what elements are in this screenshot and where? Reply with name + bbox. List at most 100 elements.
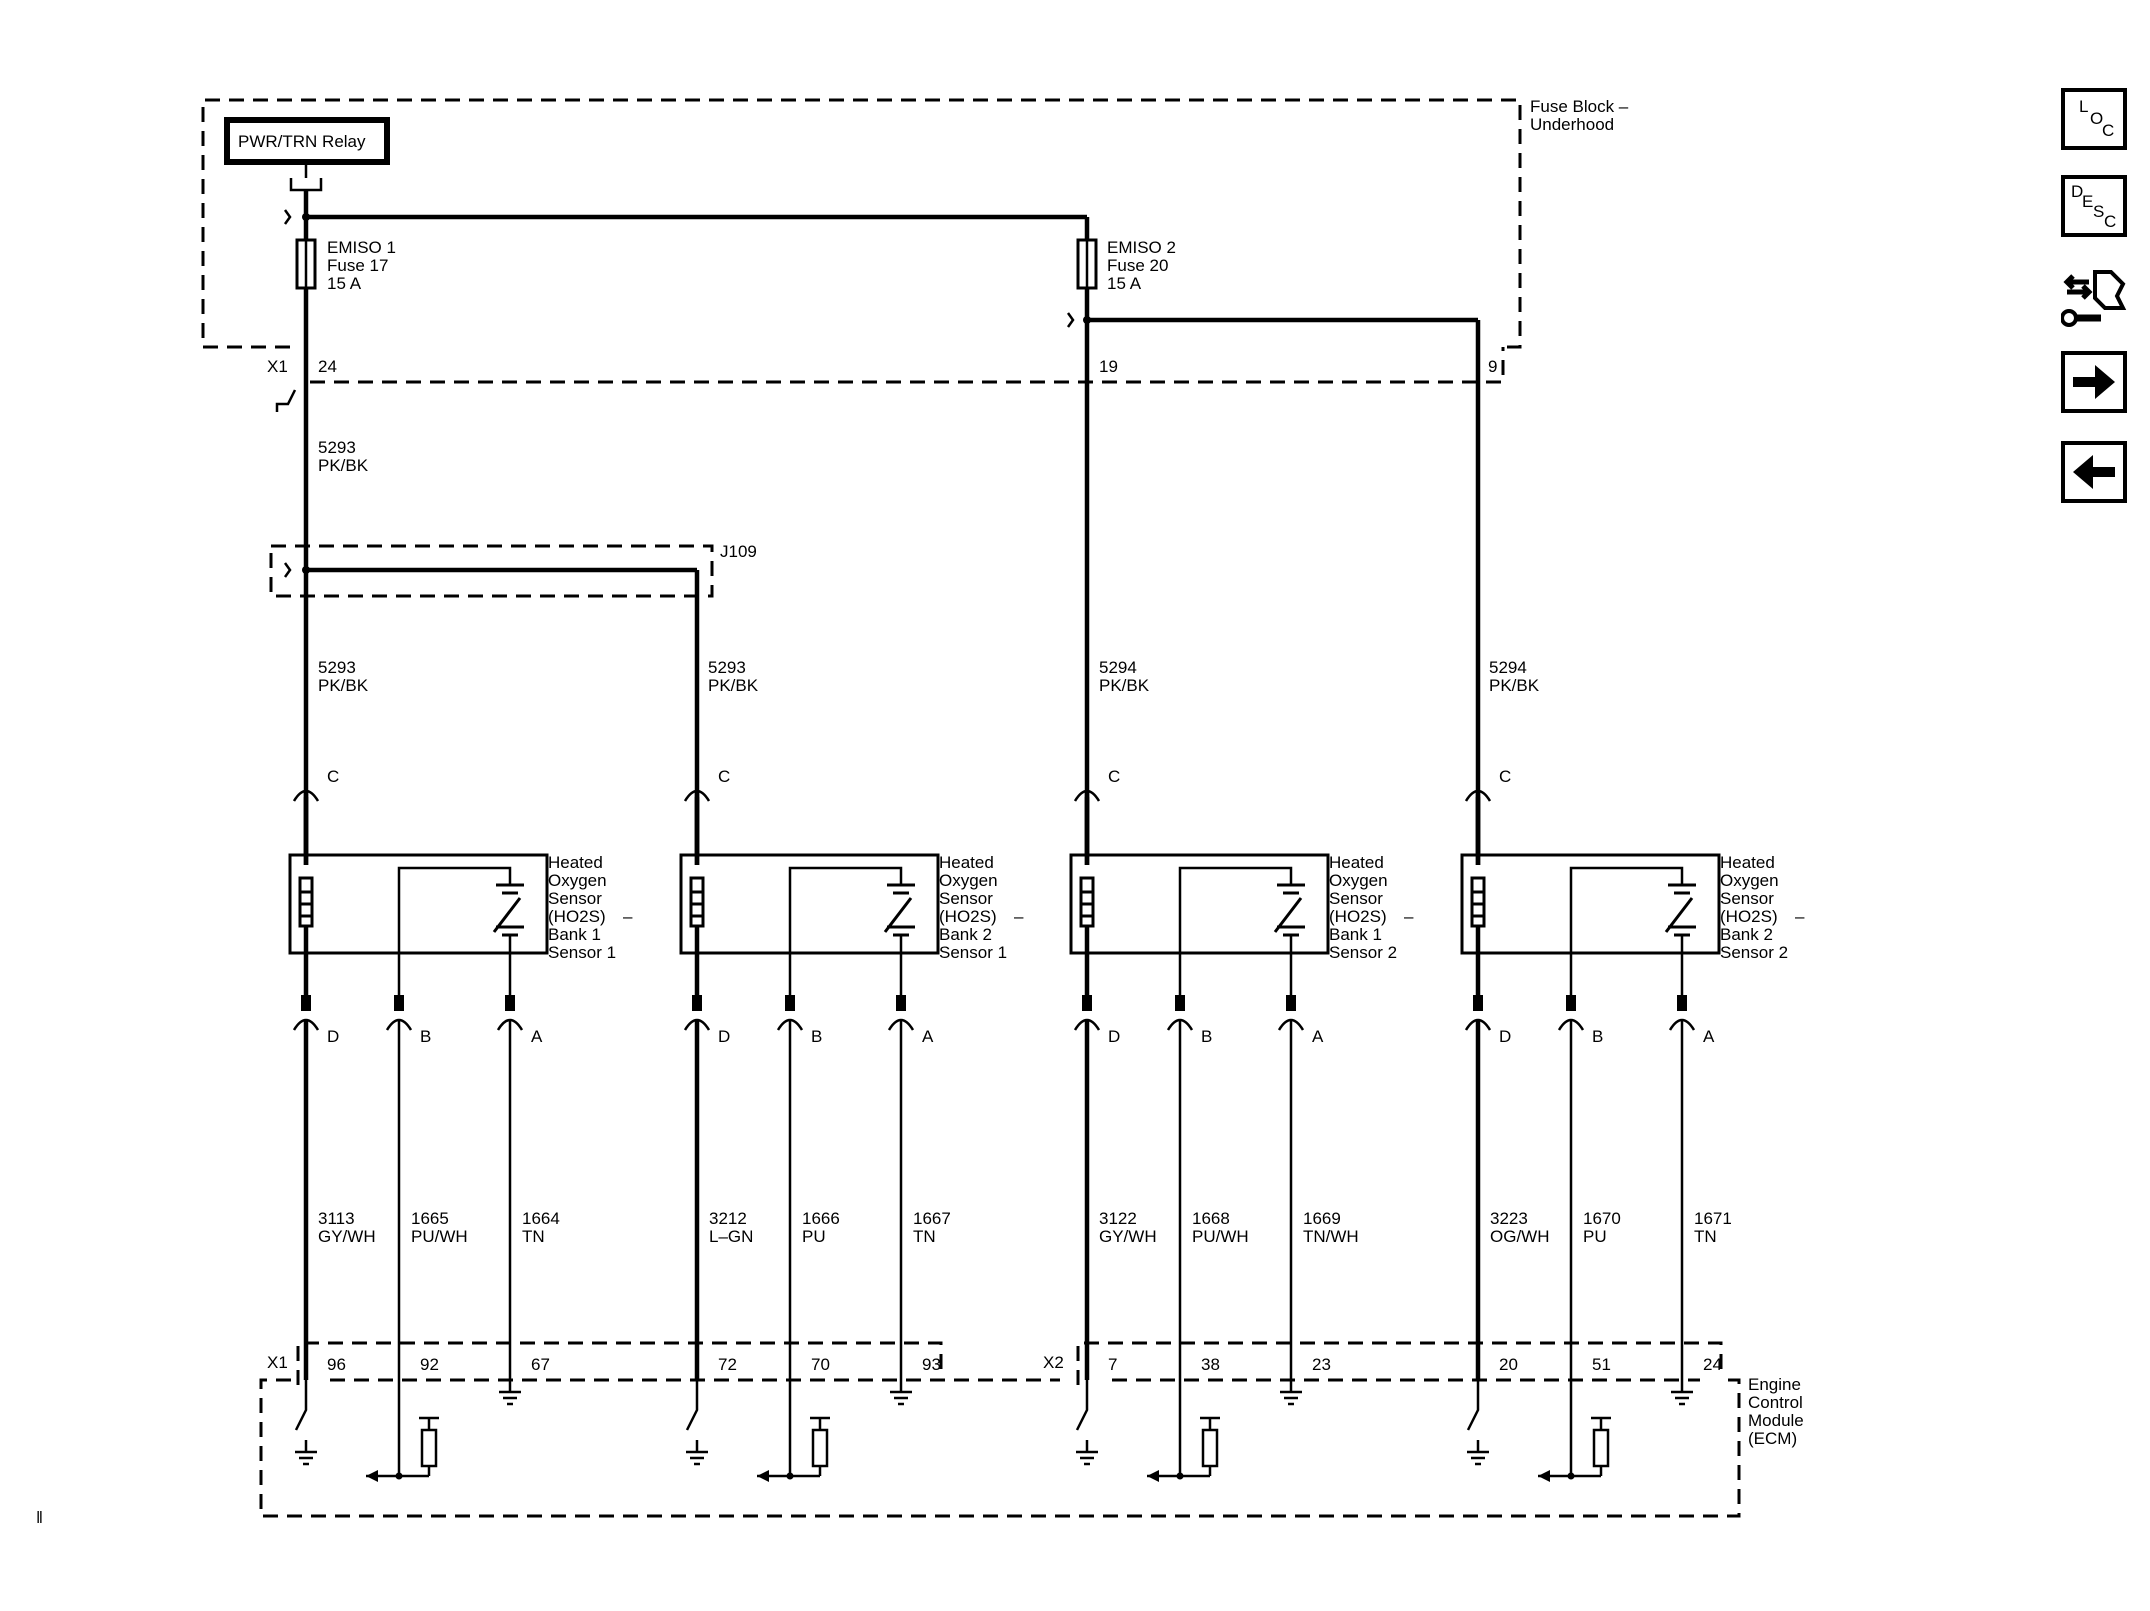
bus-break-mark (283, 209, 292, 225)
sensor-label: (HO2S) (548, 907, 606, 926)
description-button[interactable]: D E S C (2061, 175, 2127, 237)
sensor-label: Sensor 2 (1720, 943, 1788, 962)
feed-3-color: PK/BK (1099, 676, 1150, 695)
wire-color-label: GY/WH (318, 1227, 376, 1246)
sensor-label: (HO2S) (939, 907, 997, 926)
sensor-label: Oxygen (548, 871, 607, 890)
ecm-title-2: Control (1748, 1393, 1803, 1412)
ecm-title-4: (ECM) (1748, 1429, 1797, 1448)
wire-circuit-label: 1669 (1303, 1209, 1341, 1228)
pin-terminal (1082, 995, 1092, 1011)
fuse-block-pin-9: 9 (1488, 357, 1497, 376)
connector-tool-icon (2060, 270, 2127, 327)
arrow-right-icon (2073, 365, 2115, 399)
feed-2-circuit: 5293 (708, 658, 746, 677)
ecm-switch (1466, 1380, 1480, 1431)
pin-terminal (505, 995, 515, 1011)
location-button[interactable]: L O C (2061, 88, 2127, 150)
ecm-switch (685, 1380, 699, 1431)
sensor-label-dash: – (1404, 907, 1414, 926)
pin-terminal (1566, 995, 1576, 1011)
sensor-label: Oxygen (939, 871, 998, 890)
fuse20-rating: 15 A (1107, 274, 1142, 293)
sensor-box (1460, 853, 1721, 955)
fuse-block-connector: X1 (267, 357, 288, 376)
wire-color-label: PU (1583, 1227, 1607, 1246)
ecm-channel-1 (294, 1380, 521, 1482)
sensor-label: Bank 2 (939, 925, 992, 944)
ecm-input-arrow (757, 1470, 769, 1482)
upper-feed-circuit: 5293 (318, 438, 356, 457)
wire-circuit-label: 1666 (802, 1209, 840, 1228)
pin-terminal (1677, 995, 1687, 1011)
pin-label: A (922, 1027, 934, 1046)
ecm-pin-label: 67 (531, 1355, 550, 1374)
wire-color-label: PU/WH (1192, 1227, 1249, 1246)
fuse17-name: EMISO 1 (327, 238, 396, 257)
sensor-label: Sensor (1329, 889, 1383, 908)
pin-terminal (896, 995, 906, 1011)
pin-terminal (301, 995, 311, 1011)
desc-icon: D E S C (2071, 182, 2116, 231)
pin-c-label: C (1108, 767, 1120, 786)
sensor-label: Bank 1 (1329, 925, 1382, 944)
connector-tool-button[interactable] (2060, 262, 2131, 332)
sensor-label: Sensor 1 (939, 943, 1007, 962)
sensor-label: Sensor 2 (1329, 943, 1397, 962)
feed-4-circuit: 5294 (1489, 658, 1527, 677)
feed-4-color: PK/BK (1489, 676, 1540, 695)
wire-circuit-label: 3212 (709, 1209, 747, 1228)
wire-color-label: TN (522, 1227, 545, 1246)
pin-label: A (531, 1027, 543, 1046)
sensor-label: Heated (548, 853, 603, 872)
ecm-junction (395, 1472, 403, 1480)
splice-j109-label: J109 (720, 542, 757, 561)
pullup-resistor (1201, 1428, 1219, 1468)
sensor-label: Oxygen (1329, 871, 1388, 890)
pin-c-label: C (718, 767, 730, 786)
heater-element (689, 876, 705, 928)
sensor-label: (HO2S) (1720, 907, 1778, 926)
heater-element (1470, 876, 1486, 928)
ecm-pin-label: 23 (1312, 1355, 1331, 1374)
svg-text:D: D (2071, 182, 2083, 201)
sensor-label: Oxygen (1720, 871, 1779, 890)
signal-loop (788, 866, 903, 1010)
ecm-pin-label: 70 (811, 1355, 830, 1374)
wire-color-label: L–GN (709, 1227, 753, 1246)
previous-page-button[interactable] (2061, 441, 2127, 503)
signal-loop (1178, 866, 1293, 1010)
wire-color-label: TN/WH (1303, 1227, 1359, 1246)
pin-terminal (785, 995, 795, 1011)
svg-text:L: L (2079, 97, 2088, 116)
page-mark: ǁ (36, 1508, 43, 1527)
pin-label: D (718, 1027, 730, 1046)
loc-icon: L O C (2079, 97, 2114, 140)
ecm-junction (1567, 1472, 1575, 1480)
ecm-switch (1075, 1380, 1089, 1431)
svg-text:O: O (2090, 109, 2103, 128)
sensor-box (288, 853, 549, 955)
wire-color-label: PU (802, 1227, 826, 1246)
pin-terminal (1473, 995, 1483, 1011)
wire-color-label: PU/WH (411, 1227, 468, 1246)
splice-j109-outline (269, 544, 714, 598)
next-page-button[interactable] (2061, 351, 2127, 413)
fuse20-name: EMISO 2 (1107, 238, 1176, 257)
ecm-internals (294, 1380, 1693, 1482)
wire-circuit-label: 3223 (1490, 1209, 1528, 1228)
ecm-pin-label: 20 (1499, 1355, 1518, 1374)
j109-splice-dot (302, 566, 310, 574)
ecm-title-3: Module (1748, 1411, 1804, 1430)
wire-color-label: GY/WH (1099, 1227, 1157, 1246)
wire-circuit-label: 3113 (318, 1209, 355, 1228)
sensor-label: Heated (1720, 853, 1775, 872)
sensor-label-dash: – (1795, 907, 1805, 926)
ecm-outline (259, 1378, 1741, 1518)
ecm-pin-label: 38 (1201, 1355, 1220, 1374)
